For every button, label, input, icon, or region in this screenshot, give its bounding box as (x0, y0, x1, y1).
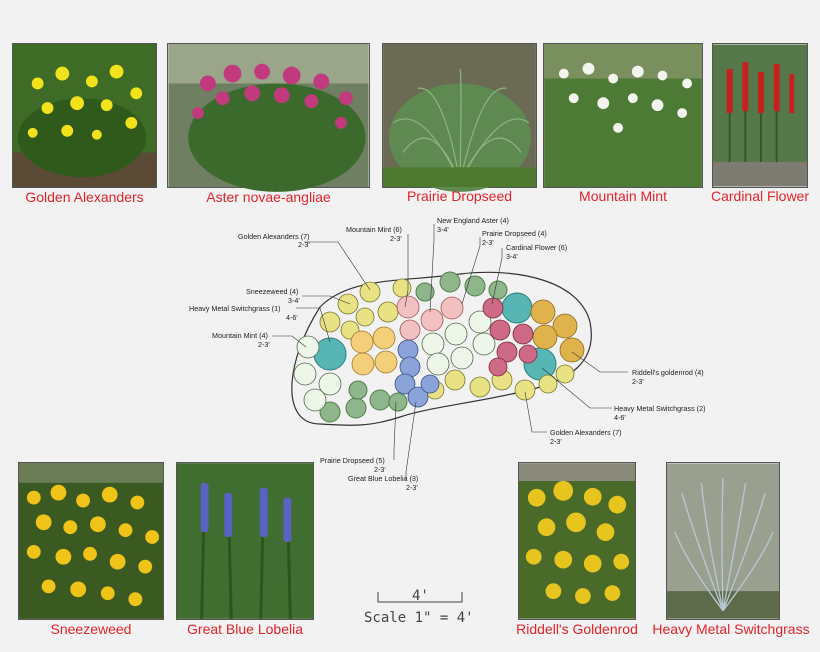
heavy-metal-switchgrass-image (667, 463, 779, 619)
photo-riddells-goldenrod (518, 462, 636, 620)
caption-great-blue-lobelia: Great Blue Lobelia (187, 621, 303, 637)
label-mountain-mint-6-size: 2-3' (390, 234, 402, 243)
label-switchgrass-2-size: 4-6' (614, 413, 626, 422)
caption-golden-alexanders: Golden Alexanders (25, 189, 144, 205)
caption-cardinal-flower: Cardinal Flower (710, 188, 810, 204)
photo-cardinal-flower (712, 43, 808, 188)
label-golden-alexanders-7-size: 2-3' (298, 240, 310, 249)
caption-prairie-dropseed: Prairie Dropseed (406, 188, 513, 204)
mountain-mint-symbols (293, 310, 496, 412)
photo-heavy-metal-switchgrass (666, 462, 780, 620)
great-blue-lobelia-image (177, 463, 313, 619)
label-switchgrass-2: Heavy Metal Switchgrass (2) (614, 404, 705, 413)
caption-sneezeweed: Sneezeweed (50, 621, 132, 637)
caption-aster: Aster novae-angliae (206, 189, 331, 205)
label-mountain-mint-4: Mountain Mint (4) (212, 331, 268, 340)
lobelia-symbols (394, 339, 440, 408)
photo-prairie-dropseed (382, 43, 537, 192)
label-sneezeweed-4: Sneezeweed (4) (246, 287, 298, 296)
label-switchgrass-1: Heavy Metal Switchgrass (1) (189, 304, 280, 313)
label-golden-alexanders-7b: Golden Alexanders (7) (550, 428, 622, 437)
label-new-england-aster-4: New England Aster (4) (437, 216, 509, 225)
leader-lines (272, 224, 628, 480)
scale-indicator: 4' Scale 1" = 4' (364, 588, 474, 626)
scale-bar (377, 592, 463, 603)
photo-sneezeweed (18, 462, 164, 620)
label-mountain-mint-4-size: 2-3' (258, 340, 270, 349)
label-riddells-goldenrod-4: Riddell's goldenrod (4) (632, 368, 704, 377)
label-prairie-dropseed-5-size: 2-3' (374, 465, 386, 474)
photo-aster (167, 43, 370, 192)
riddells-goldenrod-image (519, 463, 635, 619)
cardinal-flower-image (713, 44, 807, 187)
garden-bed-outline (291, 271, 592, 426)
label-golden-alexanders-7b-size: 2-3' (550, 437, 562, 446)
photo-golden-alexanders (12, 43, 157, 188)
aster-symbols (396, 295, 464, 341)
label-switchgrass-1-size: 4-6' (286, 313, 298, 322)
aster-image (168, 44, 369, 192)
sneezeweed-symbols (350, 326, 398, 376)
cardinal-flower-symbols (482, 297, 538, 377)
goldenrod-symbols (530, 299, 585, 363)
label-sneezeweed-4-size: 3-4' (288, 296, 300, 305)
scale-text: Scale 1" = 4' (364, 610, 474, 626)
label-prairie-dropseed-5: Prairie Dropseed (5) (320, 456, 385, 465)
mountain-mint-image (544, 44, 702, 187)
label-prairie-dropseed-4-size: 2-3' (482, 238, 494, 247)
caption-mountain-mint: Mountain Mint (579, 188, 667, 204)
label-mountain-mint-6: Mountain Mint (6) (346, 225, 402, 234)
caption-heavy-metal-switchgrass: Heavy Metal Switchgrass (652, 621, 810, 637)
label-riddells-goldenrod-4-size: 2-3' (632, 377, 644, 386)
golden-alexanders-image (13, 44, 156, 187)
label-golden-alexanders-7: Golden Alexanders (7) (238, 232, 310, 241)
label-prairie-dropseed-4: Prairie Dropseed (4) (482, 229, 547, 238)
planting-plan: Golden Alexanders (7) 2-3' Mountain Mint… (189, 216, 705, 492)
prairie-dropseed-image (383, 44, 536, 192)
label-cardinal-flower-6: Cardinal Flower (6) (506, 243, 567, 252)
label-great-blue-lobelia-3: Great Blue Lobelia (3) (348, 474, 418, 483)
sneezeweed-image (19, 463, 163, 619)
label-cardinal-flower-6-size: 3-4' (506, 252, 518, 261)
photo-mountain-mint (543, 43, 703, 188)
label-new-england-aster-4-size: 3-4' (437, 225, 449, 234)
photo-great-blue-lobelia (176, 462, 314, 620)
label-great-blue-lobelia-3-size: 2-3' (406, 483, 418, 492)
scale-bar-label: 4' (412, 588, 429, 604)
caption-riddells-goldenrod: Riddell's Goldenrod (516, 621, 638, 637)
